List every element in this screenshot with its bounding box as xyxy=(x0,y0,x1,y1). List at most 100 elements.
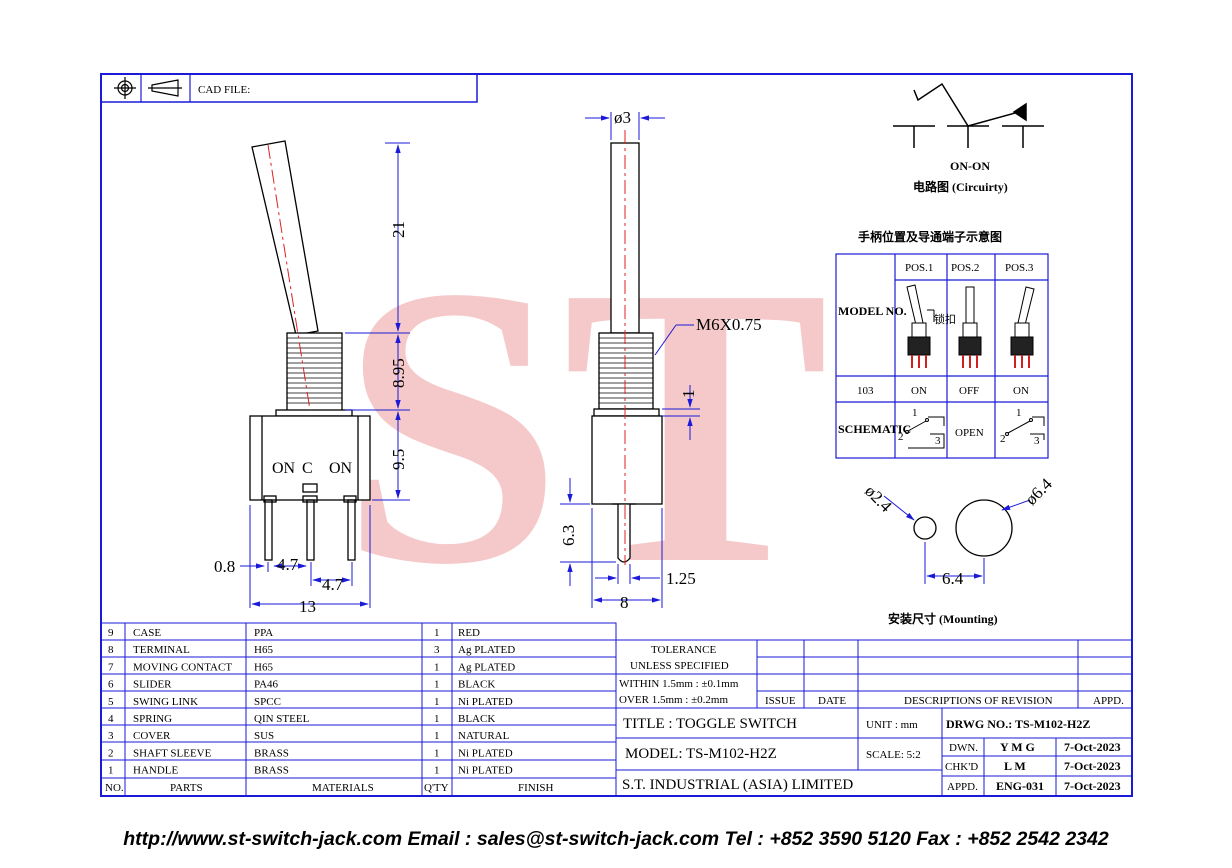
title-block xyxy=(615,707,1133,797)
pos-header-1: POS.1 xyxy=(905,262,933,274)
tb-scale: SCALE: 5:2 xyxy=(866,749,921,761)
dim-4-7-b: 4.7 xyxy=(322,575,344,594)
rev-appd: APPD. xyxy=(1093,695,1124,707)
bom-row-0-qty: 1 xyxy=(434,627,440,639)
front-terminal-center xyxy=(306,499,315,561)
bom-row-6-qty: 1 xyxy=(434,730,440,742)
pos-icons xyxy=(906,284,1035,368)
schem1-pin-3: 3 xyxy=(935,435,941,447)
tb-drwg: DRWG NO.: TS-M102-H2Z xyxy=(946,717,1090,731)
front-case xyxy=(249,415,371,501)
bom-row-3-no: 6 xyxy=(108,679,114,691)
dim-21: 21 xyxy=(389,221,408,238)
header-box: CAD FILE: xyxy=(100,73,478,103)
bom-row-7-finish: Ni PLATED xyxy=(458,747,513,759)
pos2-state: OFF xyxy=(959,385,979,397)
bom-table xyxy=(100,622,617,797)
side-view xyxy=(591,130,663,565)
dim-6-3: 6.3 xyxy=(559,525,578,546)
pos-header-2: POS.2 xyxy=(951,262,979,274)
rev-issue: ISSUE xyxy=(765,695,796,707)
dim-6-4: 6.4 xyxy=(942,569,964,588)
bom-row-3-qty: 1 xyxy=(434,679,440,691)
side-dimensions xyxy=(560,112,700,608)
bom-header-no: NO. xyxy=(105,782,124,794)
tb-chk-name: L M xyxy=(1004,759,1026,773)
tb-appd-date: 7-Oct-2023 xyxy=(1064,779,1121,793)
bom-row-1-qty: 3 xyxy=(434,644,440,656)
contact-footer: http://www.st-switch-jack.com Email : sa… xyxy=(123,828,1109,850)
mount-small-hole xyxy=(913,516,937,540)
dim-d3: ø3 xyxy=(614,108,631,127)
bom-row-0-material: PPA xyxy=(254,627,273,639)
bom-row-1-part: TERMINAL xyxy=(133,644,190,656)
bom-row-8-qty: 1 xyxy=(434,765,440,777)
bom-row-7-part: SHAFT SLEEVE xyxy=(133,747,212,759)
bom-row-5-part: SPRING xyxy=(133,713,172,725)
bom-row-1-no: 8 xyxy=(108,644,114,656)
bom-row-8-material: BRASS xyxy=(254,765,289,777)
tb-appd-name: ENG-031 xyxy=(996,779,1044,793)
first-angle-projection-icon xyxy=(114,77,182,99)
bom-row-1-material: H65 xyxy=(254,644,273,656)
bom-row-3-material: PA46 xyxy=(254,679,279,691)
bom-row-5-material: QIN STEEL xyxy=(254,713,310,725)
schem1-pin-2: 2 xyxy=(898,431,904,443)
circuit-caption: 电路图 (Circuirty) xyxy=(913,179,1008,194)
bom-row-1-finish: Ag PLATED xyxy=(458,644,515,656)
watermark: ST xyxy=(340,204,829,647)
bom-row-2-part: MOVING CONTACT xyxy=(133,661,232,673)
bom-row-7-material: BRASS xyxy=(254,747,289,759)
pos-tiny-label: 锁扣 xyxy=(934,312,956,326)
bom-row-5-no: 4 xyxy=(108,713,114,725)
schematic-label: SCHEMATIC xyxy=(838,422,911,436)
tb-dwn-date: 7-Oct-2023 xyxy=(1064,740,1121,754)
dim-1: 1 xyxy=(679,390,698,399)
schem1-pin-1: 1 xyxy=(912,407,918,419)
tb-chk-label: CHK'D xyxy=(945,761,978,773)
side-case xyxy=(591,415,663,505)
bom-row-2-no: 7 xyxy=(108,661,114,673)
pos-table xyxy=(835,253,1049,459)
front-terminal-left xyxy=(264,499,273,561)
side-bushing xyxy=(598,332,654,410)
schematic-open: OPEN xyxy=(955,427,984,439)
bom-row-8-part: HANDLE xyxy=(133,765,178,777)
dim-0-8: 0.8 xyxy=(214,557,235,576)
bom-row-3-finish: BLACK xyxy=(458,679,495,691)
bom-row-8-finish: Ni PLATED xyxy=(458,765,513,777)
svg-text:ST: ST xyxy=(340,204,829,647)
dim-4-7-a: 4.7 xyxy=(277,555,299,574)
circuit-type: ON-ON xyxy=(950,159,990,173)
bom-row-0-no: 9 xyxy=(108,627,114,639)
tb-appd-label: APPD. xyxy=(947,781,978,793)
front-lever xyxy=(251,140,319,336)
schematic-icons xyxy=(905,416,1045,449)
model-no-label: MODEL NO. xyxy=(838,304,907,318)
tolerance-over: OVER 1.5mm : ±0.2mm xyxy=(619,694,728,706)
bom-row-6-material: SUS xyxy=(254,730,274,742)
bom-header-material: MATERIALS xyxy=(312,782,374,794)
dim-9-5: 9.5 xyxy=(389,449,408,470)
bom-row-6-part: COVER xyxy=(133,730,171,742)
bom-row-6-finish: NATURAL xyxy=(458,730,510,742)
rev-desc: DESCRIPTIONS OF REVISION xyxy=(904,695,1053,707)
front-label-on-right: ON xyxy=(329,460,353,477)
side-terminal xyxy=(617,504,631,563)
pos-header-3: POS.3 xyxy=(1005,262,1034,274)
front-label-on-left: ON xyxy=(272,460,296,477)
bom-row-2-qty: 1 xyxy=(434,661,440,673)
bom-row-8-no: 1 xyxy=(108,765,114,777)
rev-date: DATE xyxy=(818,695,846,707)
tb-dwn-label: DWN. xyxy=(949,742,978,754)
dim-8-95: 8.95 xyxy=(389,358,408,388)
mounting-drawing xyxy=(883,495,1031,584)
schem3-pin-2: 2 xyxy=(1000,433,1006,445)
pos1-state: ON xyxy=(911,385,927,397)
front-view xyxy=(249,140,371,561)
tb-dwn-name: Y M G xyxy=(1000,740,1035,754)
front-label-c: C xyxy=(302,460,313,477)
front-dimensions xyxy=(240,142,410,608)
bom-row-4-no: 5 xyxy=(108,696,114,708)
